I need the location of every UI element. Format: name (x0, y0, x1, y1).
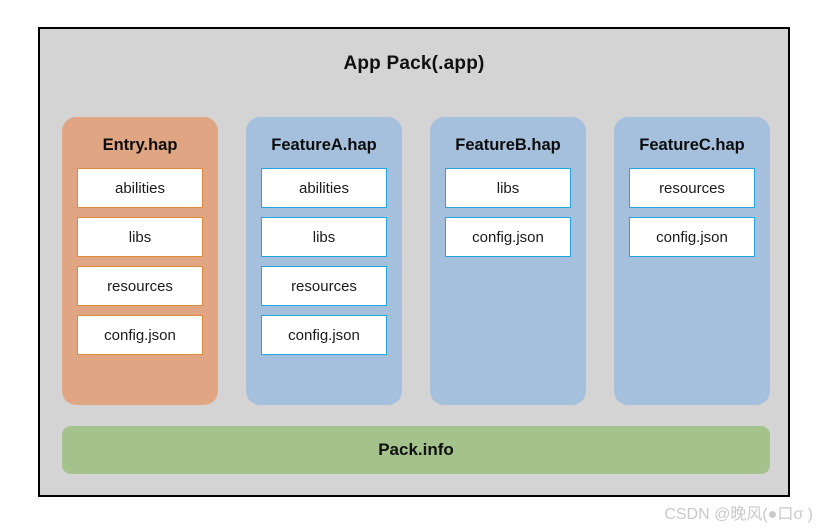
hap-item: config.json (261, 315, 387, 355)
hap-item: resources (629, 168, 755, 208)
pack-info-bar: Pack.info (62, 426, 770, 474)
hap-item: abilities (261, 168, 387, 208)
hap-columns-row: Entry.hap abilities libs resources config.js… (62, 117, 770, 405)
hap-item: libs (261, 217, 387, 257)
hap-item: libs (445, 168, 571, 208)
hap-item: resources (77, 266, 203, 306)
hap-item: libs (77, 217, 203, 257)
hap-card-entry-hap: Entry.hap abilities libs resources config.js… (62, 117, 218, 405)
hap-card-title: Entry.hap (102, 136, 178, 154)
hap-card-featurea-hap: FeatureA.hap abilities libs resources config… (246, 117, 402, 405)
hap-item: abilities (77, 168, 203, 208)
hap-card-title: FeatureB.hap (455, 136, 561, 154)
hap-item: config.json (77, 315, 203, 355)
page-title: App Pack(.app) (343, 53, 485, 74)
hap-item: config.json (629, 217, 755, 257)
hap-item: resources (261, 266, 387, 306)
hap-item: config.json (445, 217, 571, 257)
app-pack-diagram: App Pack(.app) Entry.hap abilities libs res… (38, 27, 790, 497)
hap-card-featureb-hap: FeatureB.hap libs config.json (430, 117, 586, 405)
hap-card-featurec-hap: FeatureC.hap resources config.json (614, 117, 770, 405)
hap-card-title: FeatureC.hap (639, 136, 745, 154)
watermark: CSDN @晚风(●口σ ) (664, 506, 813, 523)
hap-card-title: FeatureA.hap (271, 136, 377, 154)
